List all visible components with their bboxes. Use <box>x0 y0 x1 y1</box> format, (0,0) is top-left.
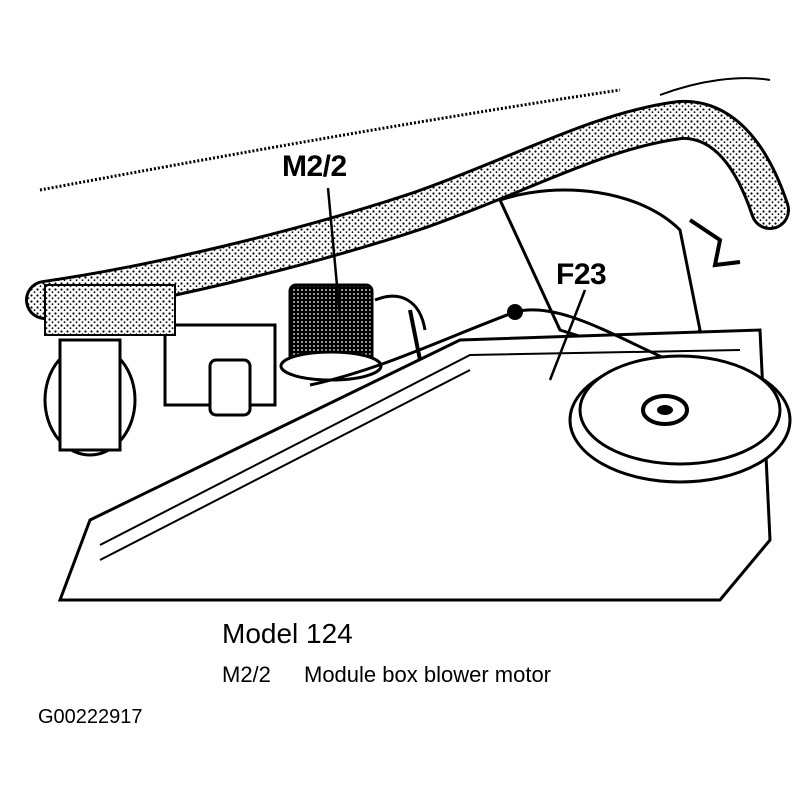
legend-code: M2/2 <box>222 662 271 687</box>
engine-compartment-illustration <box>25 77 792 602</box>
hood-top-line <box>659 77 771 96</box>
leader-f23 <box>548 289 587 381</box>
legend-description: Module box blower motor <box>304 662 552 687</box>
callout-m2-2: M2/2 <box>282 150 347 183</box>
caption-title: Model 124 <box>222 618 353 649</box>
callout-f23: F23 <box>556 258 607 291</box>
figure-id: G00222917 <box>38 706 143 728</box>
leader-m22 <box>326 187 342 319</box>
caption-legend: M2/2 Module box blower motor <box>222 662 551 688</box>
